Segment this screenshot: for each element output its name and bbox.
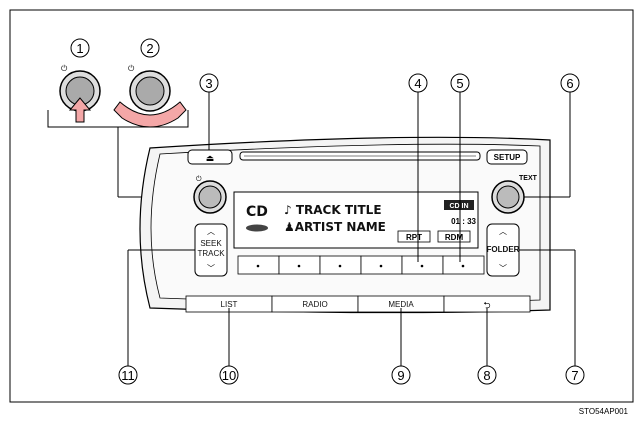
display-track-title: ♪ TRACK TITLE: [284, 203, 382, 217]
rdm-indicator: RDM: [445, 233, 464, 242]
callout-circle-7: [565, 365, 585, 385]
callout-3: 3: [205, 76, 212, 91]
cd-in-badge: [444, 200, 474, 210]
callout-circle-6: [560, 73, 580, 93]
power-knob-detail-2-inner: [135, 76, 165, 106]
cd-in-text: CD IN: [449, 203, 468, 210]
radio-label: RADIO: [302, 300, 327, 309]
callout-circle-3: [199, 73, 219, 93]
text-label: TEXT: [519, 175, 538, 182]
eject-button[interactable]: [187, 149, 233, 165]
folder-label: FOLDER: [487, 245, 520, 254]
disc-icon: [246, 224, 268, 232]
figure-frame: [9, 9, 634, 403]
callout-numbers: 1 2 3 4 5 6 7 8 9 10 11: [76, 41, 578, 383]
setup-button[interactable]: [486, 149, 528, 165]
callout-9: 9: [397, 368, 404, 383]
preset-dot: [420, 264, 424, 268]
preset-dot: [379, 264, 383, 268]
media-label: MEDIA: [388, 300, 414, 309]
rotate-arrow-icon: [113, 101, 187, 128]
callout-11: 11: [121, 368, 135, 383]
preset-dot: [297, 264, 301, 268]
knob-detail-group: ⏻ ⏻: [47, 64, 198, 198]
callout-4: 4: [414, 76, 421, 91]
display-artist-name: ♟ARTIST NAME: [284, 220, 386, 234]
rpt-indicator: RPT: [406, 233, 422, 242]
push-arrow-icon: [68, 97, 92, 123]
preset-dot: [461, 264, 465, 268]
display-source: CD: [246, 204, 268, 220]
callout-10: 10: [222, 368, 236, 383]
display-counter: 01 : 33: [451, 217, 476, 226]
callout-circle-4: [408, 73, 428, 93]
setup-label: SETUP: [494, 153, 521, 162]
back-icon: ⮌: [483, 300, 490, 310]
callout-leaders: [127, 92, 576, 366]
preset-buttons: [237, 255, 485, 275]
power-icon: ⏻: [196, 175, 202, 183]
callout-circle-1: [70, 38, 90, 58]
callout-8: 8: [483, 368, 490, 383]
callout-circle-11: [118, 365, 138, 385]
power-icon: ⏻: [128, 64, 135, 73]
chevron-down-icon: ﹀: [499, 264, 507, 273]
callout-7: 7: [571, 368, 578, 383]
display-screen: [233, 191, 479, 249]
tune-scroll-knob-inner: [496, 185, 520, 209]
callout-2: 2: [146, 41, 153, 56]
track-label: TRACK: [197, 249, 225, 258]
power-icon: ⏻: [61, 64, 68, 73]
callout-6: 6: [566, 76, 573, 91]
chevron-up-icon: ︿: [499, 227, 507, 236]
rpt-indicator-frame: [397, 230, 431, 243]
chevron-up-icon: ︿: [207, 227, 215, 236]
callout-5: 5: [456, 76, 463, 91]
power-volume-knob-inner: [198, 185, 222, 209]
seek-label: SEEK: [200, 239, 222, 248]
callout-circle-10: [219, 365, 239, 385]
figure-code: STO54AP001: [579, 407, 629, 416]
eject-icon: ⏏: [206, 153, 215, 163]
callout-circle-8: [477, 365, 497, 385]
callout-circle-5: [450, 73, 470, 93]
preset-dot: [338, 264, 342, 268]
callout-circles: [70, 38, 585, 385]
chevron-down-icon: ﹀: [207, 264, 215, 273]
preset-dot: [256, 264, 260, 268]
callout-circle-2: [140, 38, 160, 58]
callout-1: 1: [76, 41, 83, 56]
list-label: LIST: [221, 300, 238, 309]
rdm-indicator-frame: [437, 230, 471, 243]
radio-unit-body: ⏏ SETUP ⏻ TEXT CD ♪ TRACK TITLE ♟ARTIST …: [139, 136, 551, 314]
callout-circle-9: [391, 365, 411, 385]
function-buttons: LIST RADIO MEDIA ⮌: [185, 295, 531, 313]
